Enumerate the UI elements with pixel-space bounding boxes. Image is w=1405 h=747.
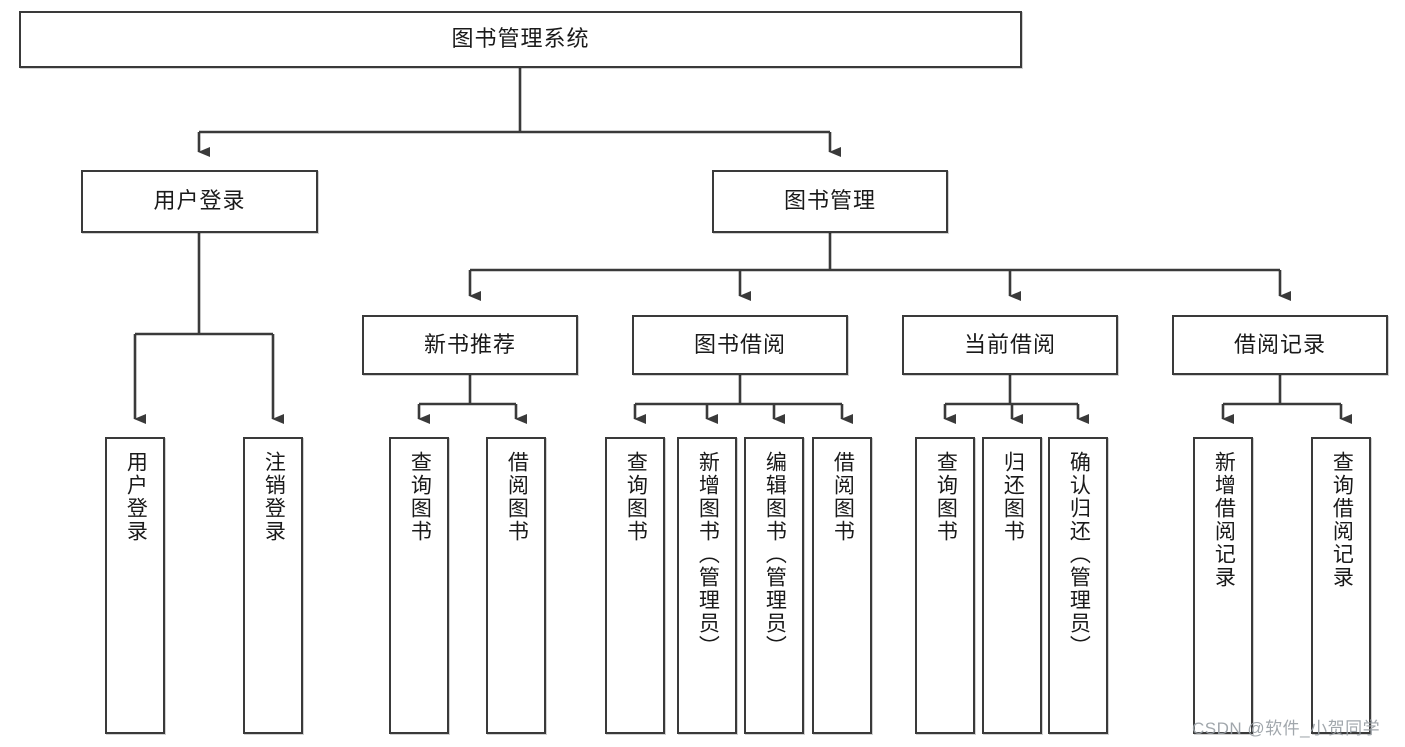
leaf-edit-book[interactable]: 编辑图书（管理员） <box>744 437 804 734</box>
node-user-login-label: 用户登录 <box>153 188 246 214</box>
node-book-borrow-label: 图书借阅 <box>693 331 786 357</box>
leaf-query-record-label: 查询借阅记录 <box>1330 451 1354 589</box>
node-user-login[interactable]: 用户登录 <box>81 170 318 233</box>
leaf-borrow-book-1-label: 借阅图书 <box>505 451 529 543</box>
node-book-borrow[interactable]: 图书借阅 <box>632 315 848 375</box>
leaf-add-record[interactable]: 新增借阅记录 <box>1193 437 1253 734</box>
leaf-query-book-1[interactable]: 查询图书 <box>389 437 449 734</box>
leaf-query-record[interactable]: 查询借阅记录 <box>1311 437 1371 734</box>
leaf-add-book[interactable]: 新增图书（管理员） <box>677 437 737 734</box>
node-root-label: 图书管理系统 <box>451 26 590 52</box>
leaf-user-logout-label: 注销登录 <box>262 451 286 543</box>
leaf-query-book-2-label: 查询图书 <box>624 451 648 543</box>
leaf-user-logout[interactable]: 注销登录 <box>243 437 303 734</box>
node-root[interactable]: 图书管理系统 <box>19 11 1022 68</box>
leaf-borrow-book-1[interactable]: 借阅图书 <box>486 437 546 734</box>
leaf-query-book-3[interactable]: 查询图书 <box>915 437 975 734</box>
node-book-manage-label: 图书管理 <box>783 188 876 214</box>
node-new-book-recommend-label: 新书推荐 <box>423 331 516 357</box>
leaf-query-book-2[interactable]: 查询图书 <box>605 437 665 734</box>
leaf-user-login[interactable]: 用户登录 <box>105 437 165 734</box>
leaf-edit-book-label: 编辑图书（管理员） <box>763 451 787 658</box>
leaf-user-login-label: 用户登录 <box>124 451 148 543</box>
leaf-borrow-book-2[interactable]: 借阅图书 <box>812 437 872 734</box>
node-new-book-recommend[interactable]: 新书推荐 <box>362 315 578 375</box>
leaf-borrow-book-2-label: 借阅图书 <box>831 451 855 543</box>
leaf-return-book[interactable]: 归还图书 <box>982 437 1042 734</box>
leaf-return-book-label: 归还图书 <box>1001 451 1025 543</box>
node-current-borrow[interactable]: 当前借阅 <box>902 315 1118 375</box>
leaf-add-record-label: 新增借阅记录 <box>1212 451 1236 589</box>
node-book-manage[interactable]: 图书管理 <box>712 170 948 233</box>
leaf-add-book-label: 新增图书（管理员） <box>696 451 720 658</box>
node-borrow-record[interactable]: 借阅记录 <box>1172 315 1388 375</box>
leaf-query-book-1-label: 查询图书 <box>408 451 432 543</box>
leaf-confirm-return-label: 确认归还（管理员） <box>1067 451 1091 658</box>
leaf-confirm-return[interactable]: 确认归还（管理员） <box>1048 437 1108 734</box>
csdn-watermark: CSDN @软件_小贺同学 <box>1192 719 1381 738</box>
node-current-borrow-label: 当前借阅 <box>963 331 1056 357</box>
node-borrow-record-label: 借阅记录 <box>1233 331 1326 357</box>
leaf-query-book-3-label: 查询图书 <box>934 451 958 543</box>
